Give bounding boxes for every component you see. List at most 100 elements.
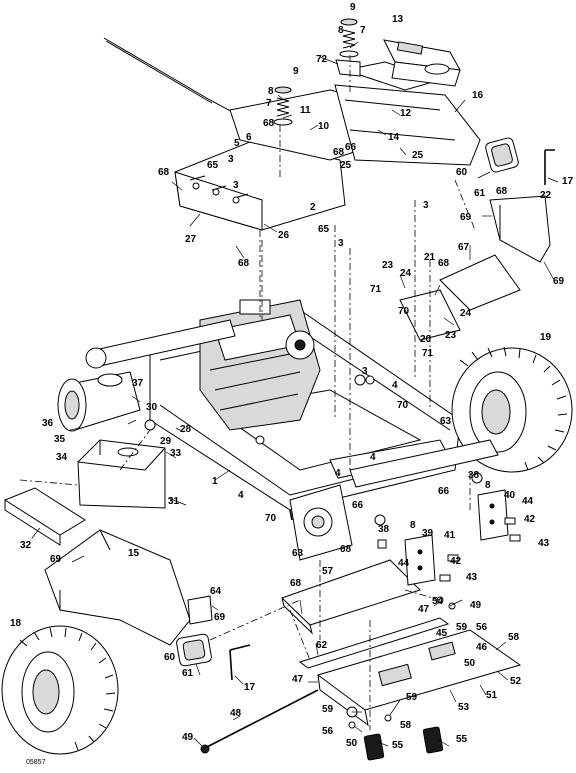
callout-24: 24 [400,268,412,279]
rear-cross-member [349,439,499,488]
callout-68: 68 [340,544,352,555]
callout-22: 22 [540,190,552,201]
callout-60: 60 [456,167,468,178]
callout-24: 24 [460,308,472,319]
callout-11: 11 [300,105,311,116]
rear-shroud [489,195,551,263]
callout-45: 45 [436,628,448,639]
callout-51: 51 [486,690,498,701]
callout-33: 33 [170,448,182,459]
callout-70: 70 [265,513,277,524]
muffler-assembly [57,319,236,432]
callout-65: 65 [207,160,219,171]
callout-69: 69 [214,612,226,623]
callout-30: 30 [146,402,158,413]
callout-3: 3 [423,200,429,211]
callout-7: 7 [266,98,272,109]
callout-9: 9 [350,2,356,13]
callout-56: 56 [476,622,488,633]
callout-8: 8 [268,86,274,97]
rear-tire-left [1,625,119,755]
callout-69: 69 [460,212,472,223]
callout-55: 55 [392,740,404,751]
callout-61: 61 [182,668,194,679]
callout-31: 31 [168,496,180,507]
callout-41: 41 [444,530,456,541]
callout-28: 28 [180,424,192,435]
callout-69: 69 [553,276,565,287]
callout-40: 40 [504,490,516,501]
callout-68: 68 [496,186,508,197]
callout-23: 23 [445,330,457,341]
callout-70: 70 [398,306,410,317]
floor-plate [281,559,421,635]
callout-68: 68 [333,147,345,158]
callout-18: 18 [10,618,22,629]
callout-2: 2 [310,202,316,213]
callout-69: 69 [50,554,62,565]
callout-17: 17 [244,682,256,693]
callout-8: 8 [410,520,416,531]
callout-68: 68 [238,258,250,269]
headlight-left [176,633,251,681]
callout-49: 49 [182,732,194,743]
callout-59: 59 [456,622,468,633]
callout-61: 61 [474,188,486,199]
callout-47: 47 [292,674,304,685]
callout-58: 58 [400,720,412,731]
callout-19: 19 [540,332,552,343]
callout-38: 38 [468,470,480,481]
callout-4: 4 [238,490,244,501]
callout-68: 68 [438,258,450,269]
callout-39: 39 [422,528,434,539]
callout-34: 34 [56,452,68,463]
rear-tire-right [451,346,573,473]
callout-54: 54 [432,596,444,607]
callout-43: 43 [538,538,550,549]
storage-tray [383,39,461,87]
callout-4: 4 [335,468,341,479]
callout-8: 8 [485,480,491,491]
callout-65: 65 [318,224,330,235]
callout-13: 13 [392,14,404,25]
fuel-tank-tray [3,487,86,546]
callout-71: 71 [422,348,434,359]
callout-52: 52 [510,676,522,687]
callout-16: 16 [472,90,484,101]
lower-deck [316,629,522,727]
callout-17: 17 [562,176,574,187]
callout-5: 5 [234,138,240,149]
callout-64: 64 [210,586,222,597]
callout-37: 37 [132,378,144,389]
callout-3: 3 [338,238,344,249]
callout-44: 44 [398,558,410,569]
bracket [335,59,361,77]
callout-46: 46 [476,642,488,653]
callout-59: 59 [322,704,334,715]
fender [44,529,191,646]
callout-67: 67 [458,242,470,253]
callout-14: 14 [388,132,400,143]
callout-68: 68 [263,118,275,129]
callout-66: 66 [352,500,364,511]
callout-15: 15 [128,548,140,559]
callout-68: 68 [158,167,170,178]
callout-9: 9 [293,66,299,77]
long-rod [200,689,319,754]
callout-25: 25 [340,160,352,171]
callout-42: 42 [524,514,536,525]
fuel-tank [77,439,166,509]
callout-66: 66 [438,486,450,497]
callout-44: 44 [522,496,534,507]
callout-47: 47 [418,604,430,615]
pedals [363,726,444,761]
callout-38: 38 [378,524,390,535]
callout-27: 27 [185,234,197,245]
small-hardware [346,374,521,729]
callout-71: 71 [370,284,382,295]
callout-4: 4 [370,452,376,463]
callout-29: 29 [160,436,172,447]
callout-21: 21 [424,252,436,263]
callout-23: 23 [382,260,394,271]
rear-hitch-plates [289,484,509,586]
